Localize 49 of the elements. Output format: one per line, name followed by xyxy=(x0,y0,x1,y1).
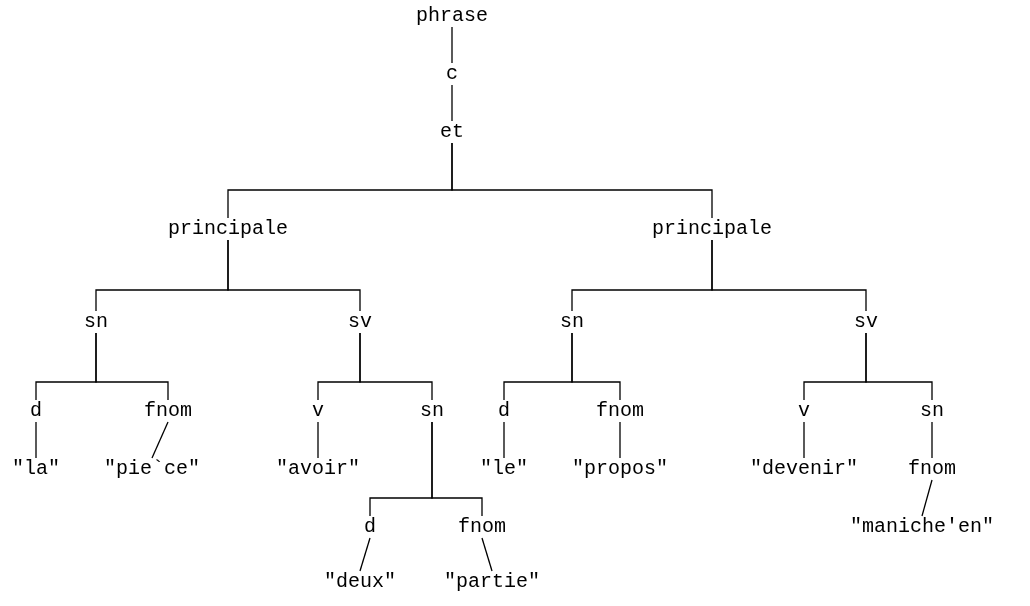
tree-node-label: sn xyxy=(920,401,944,421)
tree-branch-line xyxy=(35,421,37,459)
tree-node-label: fnom xyxy=(596,401,644,421)
tree-node-label: "deux" xyxy=(324,572,396,592)
tree-branch-line xyxy=(803,421,805,459)
tree-branch-line xyxy=(931,421,933,459)
tree-branch-line xyxy=(431,421,483,517)
tree-node-label: "le" xyxy=(480,459,528,479)
tree-node-label: "devenir" xyxy=(750,459,858,479)
tree-node-label: et xyxy=(440,122,464,142)
tree-branch-line xyxy=(865,332,933,401)
tree-node-label: d xyxy=(364,517,376,537)
tree-branch-line xyxy=(619,421,621,459)
tree-branch-line xyxy=(711,239,867,312)
tree-node-label: principale xyxy=(652,219,772,239)
tree-node-label: v xyxy=(312,401,324,421)
tree-node-label: sv xyxy=(348,312,372,332)
tree-node-label: sn xyxy=(560,312,584,332)
tree-node-label: fnom xyxy=(144,401,192,421)
tree-branch-line xyxy=(317,421,319,459)
tree-branch-line xyxy=(503,421,505,459)
tree-node-label: d xyxy=(498,401,510,421)
tree-node-label: sn xyxy=(420,401,444,421)
tree-branch-line xyxy=(921,479,933,517)
tree-branch-line xyxy=(451,142,713,219)
tree-node-label: d xyxy=(30,401,42,421)
tree-node-label: c xyxy=(446,64,458,84)
tree-node-label: principale xyxy=(168,219,288,239)
tree-branch-line xyxy=(227,239,361,312)
tree-branch-line xyxy=(481,537,493,572)
tree-node-label: "la" xyxy=(12,459,60,479)
tree-node-label: sn xyxy=(84,312,108,332)
tree-node-label: phrase xyxy=(416,6,488,26)
tree-node-label: "partie" xyxy=(444,572,540,592)
tree-node-label: "propos" xyxy=(572,459,668,479)
tree-branch-line xyxy=(451,26,453,64)
tree-node-label: fnom xyxy=(458,517,506,537)
tree-node-label: v xyxy=(798,401,810,421)
tree-node-label: "maniche'en" xyxy=(850,517,994,537)
tree-branch-line xyxy=(151,421,169,459)
tree-node-label: fnom xyxy=(908,459,956,479)
tree-branch-line xyxy=(571,332,621,401)
tree-branch-line xyxy=(95,332,169,401)
tree-branch-line xyxy=(451,84,453,122)
tree-node-label: sv xyxy=(854,312,878,332)
tree-node-label: "avoir" xyxy=(276,459,360,479)
tree-branch-line xyxy=(359,537,371,572)
tree-branch-line xyxy=(359,332,433,401)
tree-node-label: "pie`ce" xyxy=(104,459,200,479)
